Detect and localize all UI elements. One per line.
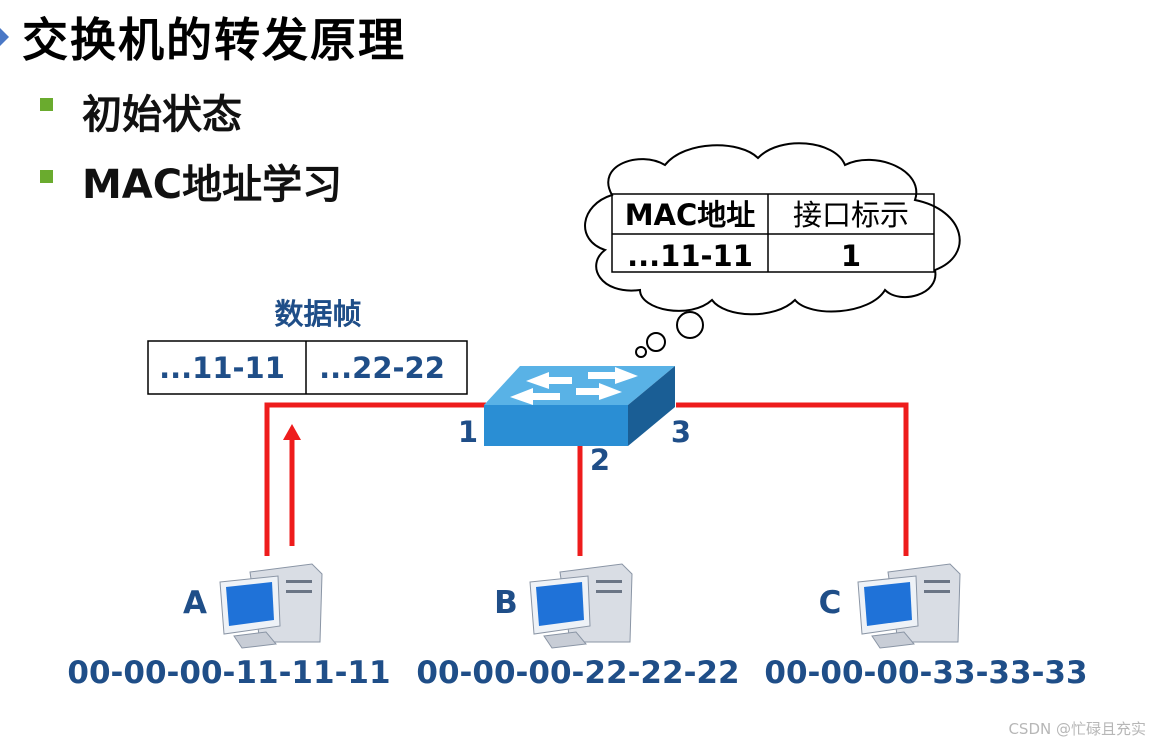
frame-label: 数据帧 (274, 297, 361, 331)
mac-table-cell-port: 1 (841, 239, 861, 273)
link-port3-to-c (676, 402, 909, 556)
bullet-icon (40, 170, 53, 183)
mac-table-header-port: 接口标示 (793, 198, 909, 232)
port-label-1: 1 (458, 415, 478, 449)
link-port1-to-a (264, 402, 486, 556)
network-links (264, 402, 909, 556)
host-c-mac: 00-00-00-33-33-33 (764, 655, 1087, 691)
computer-c-icon (857, 563, 961, 649)
host-a-name: A (183, 585, 207, 621)
host-b-mac: 00-00-00-22-22-22 (416, 655, 739, 691)
watermark: CSDN @忙碌且充实 (1008, 720, 1146, 738)
host-b-name: B (494, 585, 518, 621)
frame-dest-mac: ...11-11 (159, 351, 285, 385)
frame-direction-arrow (283, 424, 301, 546)
host-c-name: C (819, 585, 842, 621)
bullet-mac-learning: MAC地址学习 (82, 162, 343, 208)
computer-a-icon (219, 563, 323, 649)
host-a-mac: 00-00-00-11-11-11 (67, 655, 390, 691)
page-title: 交换机的转发原理 (22, 13, 406, 67)
bullet-initial-state: 初始状态 (82, 92, 242, 138)
frame-src-mac: ...22-22 (319, 351, 445, 385)
mac-table-header-mac: MAC地址 (625, 198, 756, 232)
switch-icon (484, 366, 675, 446)
title-arrow-icon (0, 28, 9, 46)
mac-table-cell-mac: ...11-11 (627, 239, 753, 273)
data-frame: ...11-11 ...22-22 (147, 340, 468, 395)
computer-b-icon (529, 563, 633, 649)
mac-table: MAC地址 接口标示 ...11-11 1 (611, 193, 935, 273)
port-label-3: 3 (671, 415, 691, 449)
port-label-2: 2 (590, 443, 610, 477)
bullet-icon (40, 98, 53, 111)
